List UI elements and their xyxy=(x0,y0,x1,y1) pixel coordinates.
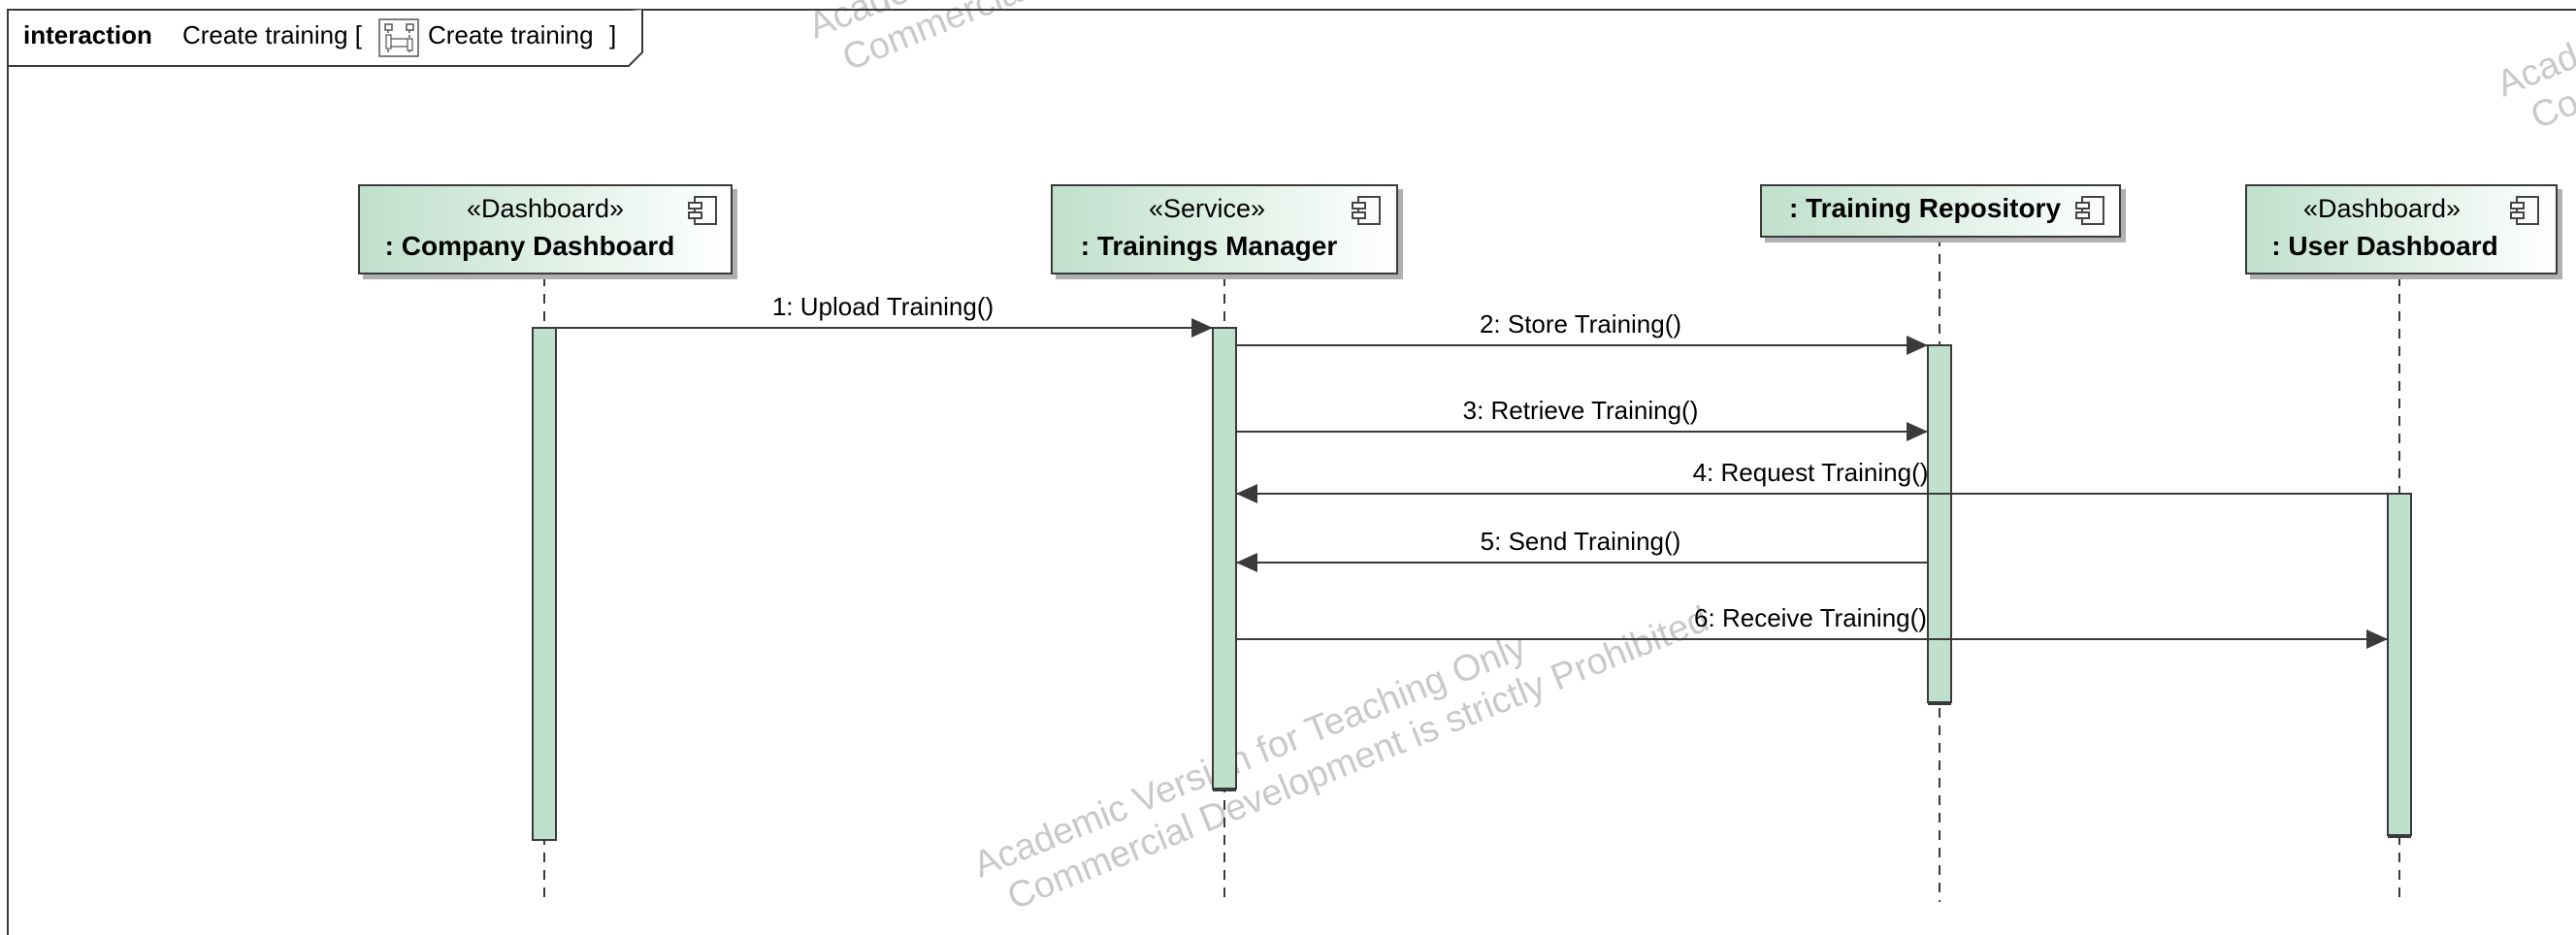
message-label: 5: Send Training() xyxy=(1481,527,1681,556)
messages: 1: Upload Training() 2: Store Training()… xyxy=(556,292,2388,649)
lifeline-stereotype: «Service» xyxy=(1149,194,1265,223)
message-1[interactable]: 1: Upload Training() xyxy=(556,292,1213,338)
message-6[interactable]: 6: Receive Training() xyxy=(1236,603,2388,649)
lifeline-name: : Trainings Manager xyxy=(1081,231,1338,261)
frame-title-tab xyxy=(8,10,643,67)
arrowhead-icon xyxy=(1236,553,1257,572)
message-label: 6: Receive Training() xyxy=(1694,603,1927,632)
activation-company xyxy=(532,327,557,841)
lifeline-name: : User Dashboard xyxy=(2271,231,2497,261)
lifeline-header-box xyxy=(358,184,733,274)
lifeline-name: : Training Repository xyxy=(1789,193,2061,223)
message-3[interactable]: 3: Retrieve Training() xyxy=(1236,396,1928,441)
lifeline-header-box xyxy=(1760,184,2121,238)
message-label: 2: Store Training() xyxy=(1480,309,1681,339)
lifeline-lines xyxy=(543,237,2400,902)
frame-name: Create training [ xyxy=(182,20,363,49)
lifeline-company[interactable]: «Dashboard» : Company Dashboard xyxy=(358,184,733,274)
watermark-line-1: Academic Version for Teaching Only xyxy=(968,627,1532,886)
lifeline-user[interactable]: «Dashboard» : User Dashboard xyxy=(2245,184,2558,274)
message-label: 1: Upload Training() xyxy=(772,292,994,321)
lifeline-header-box xyxy=(1051,184,1398,274)
frame-border xyxy=(7,9,2576,935)
message-4[interactable]: 4: Request Training() xyxy=(1236,458,2388,503)
frame-ref-name: Create training xyxy=(428,20,594,49)
watermark-top-line-2: Commercial Development is strictly Prohi… xyxy=(837,0,1549,80)
activation-repo xyxy=(1927,344,1952,703)
message-5[interactable]: 5: Send Training() xyxy=(1236,527,1928,572)
arrowhead-icon xyxy=(2366,629,2388,649)
frame-keyword: interaction xyxy=(23,20,152,49)
watermark-line-2: Commercial Development is strictly Prohi… xyxy=(1002,598,1714,918)
activation-manager xyxy=(1212,327,1237,790)
activation-user xyxy=(2387,493,2412,836)
component-icon xyxy=(2510,196,2539,225)
activations xyxy=(532,327,2412,841)
lifeline-stereotype: «Dashboard» xyxy=(467,194,624,223)
lifeline-repo[interactable]: : Training Repository xyxy=(1760,184,2121,238)
lifeline-stereotype: «Dashboard» xyxy=(2303,194,2461,223)
arrowhead-icon xyxy=(1907,422,1928,441)
watermark: Academic Version for Teaching Only Comme… xyxy=(803,0,2576,919)
component-icon xyxy=(688,196,717,225)
component-icon xyxy=(2075,196,2104,225)
component-icon xyxy=(1352,196,1381,225)
arrowhead-icon xyxy=(1236,484,1257,503)
message-label: 3: Retrieve Training() xyxy=(1463,396,1699,425)
arrowhead-icon xyxy=(1191,318,1213,338)
sequence-diagram-icon xyxy=(378,18,419,57)
lifeline-name: : Company Dashboard xyxy=(385,231,675,261)
lifeline-manager[interactable]: «Service» : Trainings Manager xyxy=(1051,184,1398,274)
frame-close-bracket: ] xyxy=(609,20,616,49)
lifeline-header-box xyxy=(2245,184,2558,274)
message-label: 4: Request Training() xyxy=(1693,458,1929,487)
message-2[interactable]: 2: Store Training() xyxy=(1236,309,1928,355)
interaction-frame: interaction Create training [ Create tra… xyxy=(7,9,2576,935)
arrowhead-icon xyxy=(1907,336,1928,355)
